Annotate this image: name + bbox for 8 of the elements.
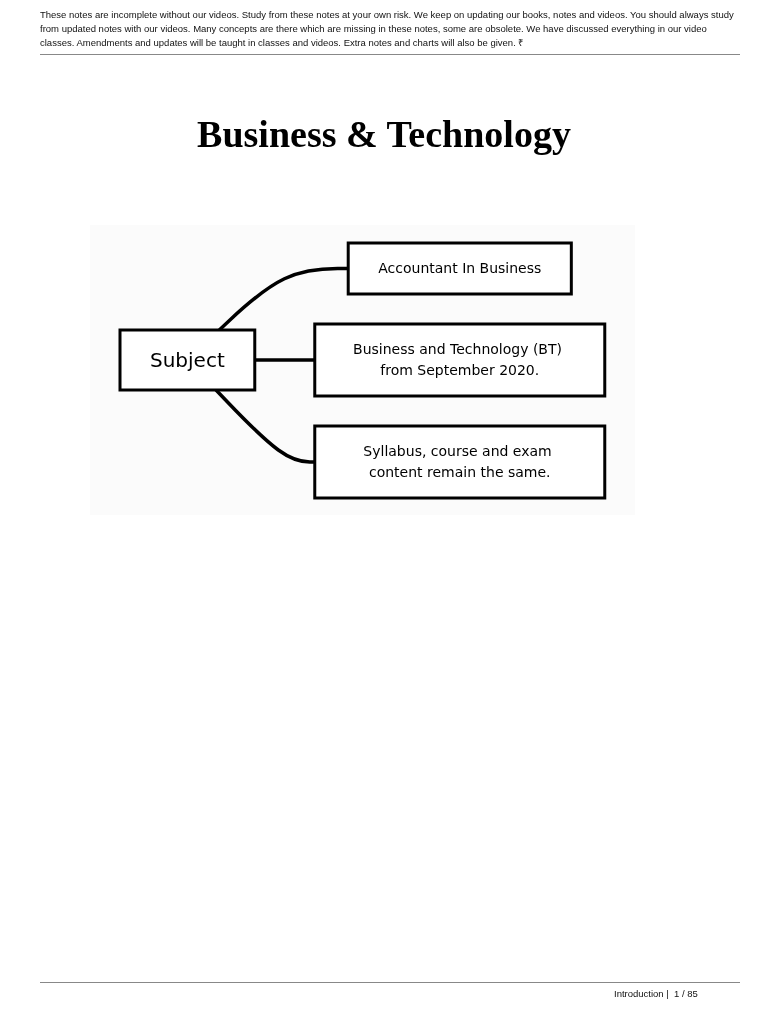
- connector: [254, 357, 315, 362]
- page-number: Introduction | 1 / 85: [614, 988, 698, 999]
- node-box: Accountant In Business: [346, 241, 573, 295]
- node-box: Business and Technology (BT) from September 2020.: [313, 322, 607, 397]
- disclaimer-text: These notes are incomplete without our videos. Study from these notes at your own risk. We keep on updating our books, notes and videos. You should always study from updated notes with our videos. Many concepts are there which are missing in these notes, some are obsolete. We have discussed everything in our video classes. Amendments and updates will be taught in classes and videos. Extra notes and charts will also be given. ₹: [40, 8, 735, 50]
- page-title: Business & Technology: [196, 112, 572, 156]
- node-box: Subject: [118, 328, 257, 391]
- node-box: Syllabus, course and exam content remain the same.: [313, 424, 607, 499]
